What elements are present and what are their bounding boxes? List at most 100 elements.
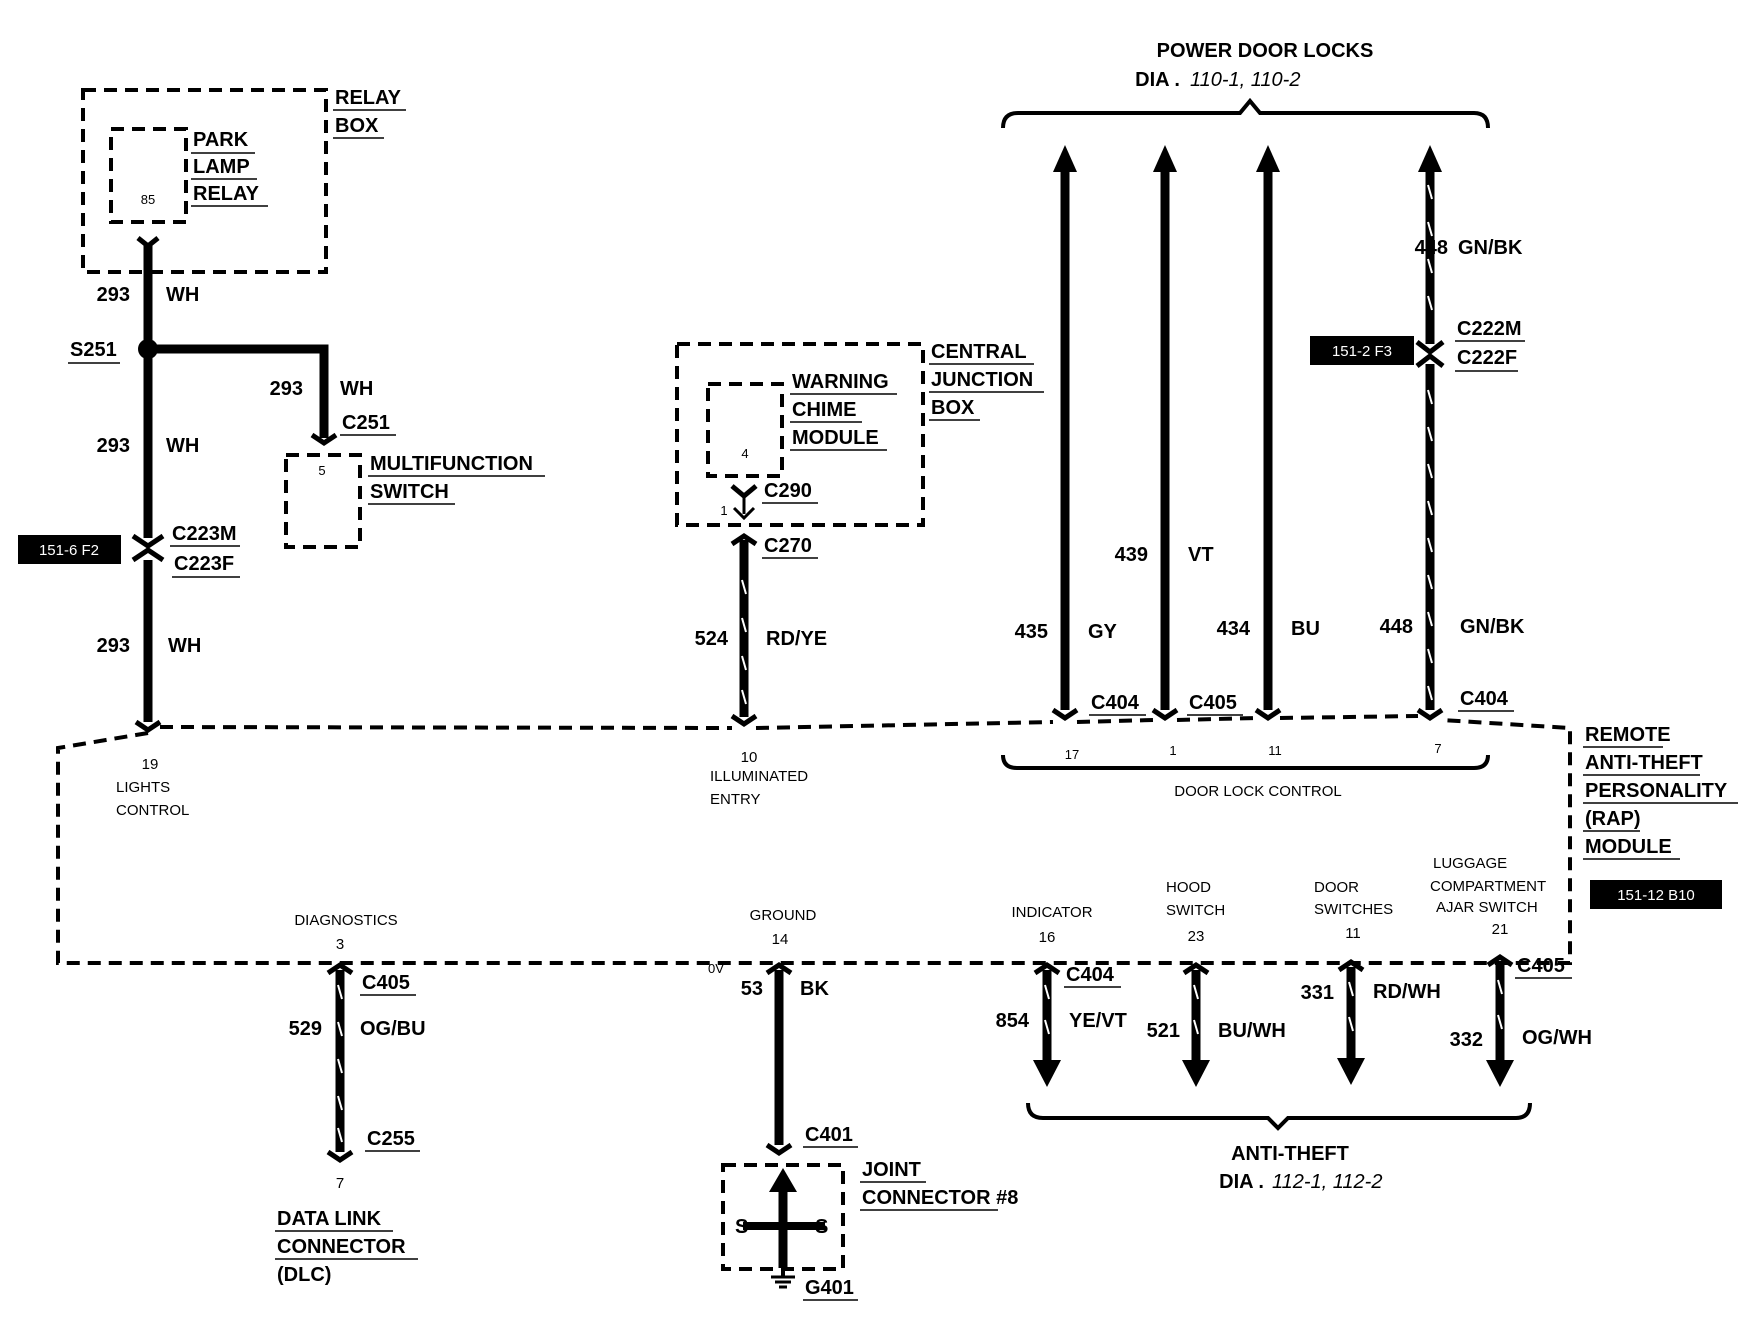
ref-151-12-text: 151-12 B10 xyxy=(1617,887,1695,904)
c270-connector-icon xyxy=(730,532,758,547)
c255-label: C255 xyxy=(367,1128,415,1150)
g401-label: G401 xyxy=(805,1277,854,1299)
pin-23: 23 xyxy=(1188,928,1205,945)
rap-module-label-1: REMOTE xyxy=(1585,724,1671,746)
warning-chime-module-label-1: WARNING xyxy=(792,371,889,393)
ref-151-6-text: 151-6 F2 xyxy=(39,542,99,559)
anti-theft-bracket xyxy=(1026,1102,1532,1131)
c405-label-right: C405 xyxy=(1517,955,1565,977)
joint-connector-label-1: JOINT xyxy=(862,1159,921,1181)
arrow-up-icon xyxy=(1053,145,1077,172)
dlc-label-1: DATA LINK xyxy=(277,1208,382,1230)
luggage-label-2: COMPARTMENT xyxy=(1430,878,1546,895)
arrow-down-icon xyxy=(1033,1060,1061,1087)
central-junction-box-label-2: JUNCTION xyxy=(931,369,1033,391)
splice-s251-label: S251 xyxy=(70,339,117,361)
splice-icon-left: S xyxy=(735,1216,748,1238)
wire-529-circuit: 529 xyxy=(289,1018,322,1040)
wire-331-color: RD/WH xyxy=(1373,981,1441,1003)
arrow-down-icon xyxy=(1337,1058,1365,1085)
c404-label-bottom: C404 xyxy=(1066,964,1115,986)
multifunction-switch-pin: 5 xyxy=(318,463,325,478)
diagnostics-label: DIAGNOSTICS xyxy=(294,912,397,929)
park-lamp-relay-label-2: LAMP xyxy=(193,156,250,178)
pin-3: 3 xyxy=(336,936,344,953)
pin-10: 10 xyxy=(741,749,758,766)
rap-module-label-3: PERSONALITY xyxy=(1585,780,1728,802)
hood-switch-label-2: SWITCH xyxy=(1166,902,1225,919)
central-junction-box-label-1: CENTRAL xyxy=(931,341,1027,363)
rap-module-box xyxy=(56,718,1572,965)
pin-16: 16 xyxy=(1039,929,1056,946)
pin-10-label-1: ILLUMINATED xyxy=(710,768,808,785)
power-door-locks-dia-prefix: DIA . xyxy=(1135,69,1180,91)
arrow-up-icon xyxy=(1153,145,1177,172)
wire-854 xyxy=(1033,961,1061,1087)
warning-chime-module-pin: 4 xyxy=(741,446,748,461)
relay-box-label-1: RELAY xyxy=(335,87,402,109)
indicator-label: INDICATOR xyxy=(1011,904,1092,921)
wire-293-color-3: WH xyxy=(166,435,199,457)
power-door-locks-title: POWER DOOR LOCKS xyxy=(1157,40,1374,62)
luggage-label-3: AJAR SWITCH xyxy=(1436,899,1538,916)
c222m-label: C222M xyxy=(1457,318,1521,340)
wire-448-color-bottom: GN/BK xyxy=(1460,616,1525,638)
pin-21: 21 xyxy=(1492,921,1509,938)
arrow-up-icon xyxy=(769,1168,797,1192)
park-lamp-relay-pin: 85 xyxy=(141,192,155,207)
c223m-connector-icon xyxy=(131,533,165,550)
rap-module-label: REMOTE ANTI-THEFT PERSONALITY (RAP) MODU… xyxy=(1583,724,1738,860)
joint-connector-8: S S xyxy=(721,1163,845,1271)
wire-521 xyxy=(1182,961,1210,1087)
anti-theft-title: ANTI-THEFT xyxy=(1231,1143,1349,1165)
c222f-connector-icon xyxy=(1415,352,1445,368)
c223m-label: C223M xyxy=(172,523,236,545)
wire-293-color-4: WH xyxy=(168,635,201,657)
pin-19-label-2: CONTROL xyxy=(116,802,189,819)
ref-151-2-text: 151-2 F3 xyxy=(1332,343,1392,360)
wire-448-circuit-bottom: 448 xyxy=(1380,616,1413,638)
c223f-connector-icon xyxy=(131,546,165,563)
power-door-locks-bracket xyxy=(1001,97,1490,129)
wire-529-color: OG/BU xyxy=(360,1018,426,1040)
wire-53-circuit: 53 xyxy=(741,978,763,1000)
wire-854-color: YE/VT xyxy=(1069,1010,1127,1032)
central-junction-box: CENTRAL JUNCTION BOX xyxy=(675,341,1044,527)
wire-293-color-1: WH xyxy=(166,284,199,306)
door-lock-control-label: DOOR LOCK CONTROL xyxy=(1174,783,1342,800)
wire-524 xyxy=(730,540,758,728)
wire-439-circuit: 439 xyxy=(1115,544,1148,566)
ground-symbol-icon xyxy=(771,1268,795,1289)
wire-434-color: BU xyxy=(1291,618,1320,640)
wire-293-circuit-3: 293 xyxy=(97,435,130,457)
pin-7-top: 7 xyxy=(1434,741,1441,756)
ground-label: GROUND xyxy=(750,907,817,924)
park-lamp-relay: 85 PARK LAMP RELAY xyxy=(109,127,268,224)
anti-theft-dia-pages: 112-1, 112-2 xyxy=(1272,1171,1382,1193)
dlc-label-3: (DLC) xyxy=(277,1264,331,1286)
ref-151-6-badge xyxy=(18,535,121,564)
rap-module-label-5: MODULE xyxy=(1585,836,1672,858)
park-lamp-relay-label-3: RELAY xyxy=(193,183,260,205)
pin-10-label-2: ENTRY xyxy=(710,791,761,808)
warning-chime-module-label-2: CHIME xyxy=(792,399,856,421)
arrow-down-icon xyxy=(1486,1060,1514,1087)
c405-label-top: C405 xyxy=(1189,692,1237,714)
power-door-locks-dia-pages: 110-1, 110-2 xyxy=(1190,69,1300,91)
c223f-label: C223F xyxy=(174,553,234,575)
wire-53-color: BK xyxy=(800,978,829,1000)
ref-151-12-badge xyxy=(1590,880,1722,909)
multifunction-switch: 5 MULTIFUNCTION SWITCH xyxy=(284,453,545,549)
dlc-pin: 7 xyxy=(336,1175,344,1192)
pin-11-bottom: 11 xyxy=(1345,925,1361,942)
door-switches-label-1: DOOR xyxy=(1314,879,1359,896)
arrow-up-icon xyxy=(1256,145,1280,172)
relay-box-label-2: BOX xyxy=(335,115,379,137)
c404-label-top: C404 xyxy=(1091,692,1140,714)
wire-293-circuit-4: 293 xyxy=(97,635,130,657)
pin-19: 19 xyxy=(142,756,159,773)
wire-435 xyxy=(1051,145,1079,722)
door-switches-label-2: SWITCHES xyxy=(1314,901,1393,918)
wire-434 xyxy=(1254,145,1282,722)
multifunction-switch-label-1: MULTIFUNCTION xyxy=(370,453,533,475)
